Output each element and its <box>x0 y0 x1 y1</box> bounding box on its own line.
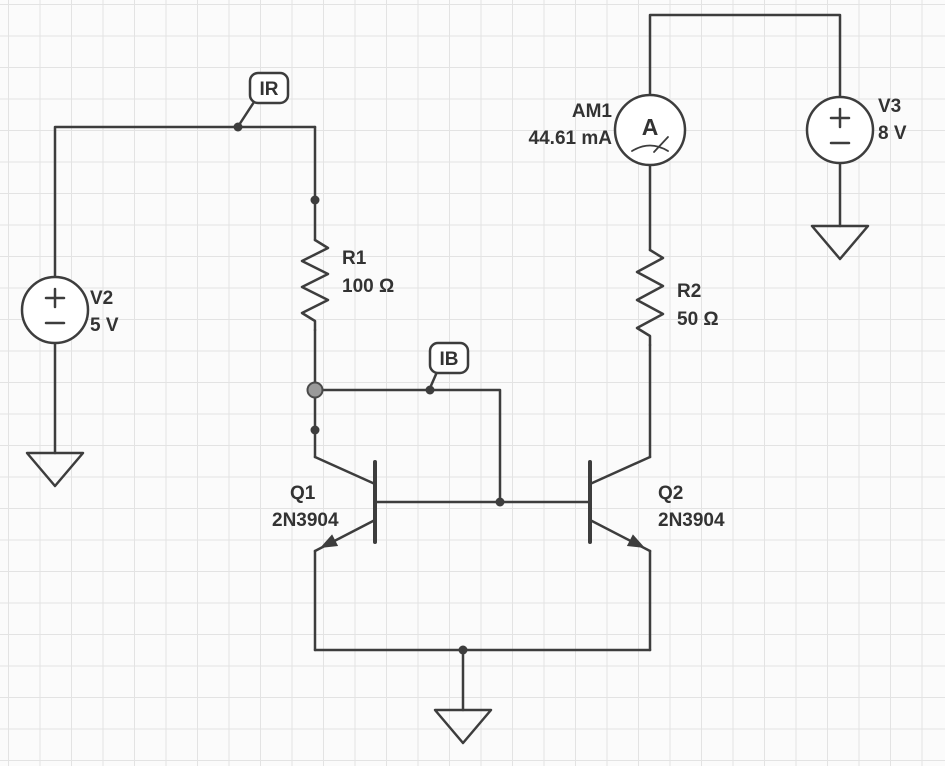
component-value: 100 Ω <box>342 276 394 297</box>
component-part: 2N3904 <box>272 510 339 531</box>
wire-top-rail[interactable] <box>648 13 842 99</box>
wire-v2-to-r1-top[interactable] <box>53 125 317 279</box>
junction-dot <box>458 645 468 655</box>
component-value: 50 Ω <box>677 309 719 330</box>
flag-text: IR <box>260 79 279 100</box>
component-ref: Q2 <box>658 483 683 504</box>
source-circle <box>20 275 90 345</box>
component-ref: AM1 <box>572 101 613 122</box>
resistor-zigzag-icon <box>300 238 330 332</box>
ammeter-am1[interactable]: A AM1 44.61 mA <box>529 93 687 167</box>
junction-dot <box>233 122 243 132</box>
source-circle <box>805 95 875 165</box>
ground-symbol-emitters[interactable] <box>433 708 493 745</box>
emitter-arrow-icon <box>626 534 645 548</box>
transistor-q2[interactable]: Q2 2N3904 <box>588 455 725 553</box>
component-ref: R1 <box>342 248 367 269</box>
meter-circle <box>613 93 687 167</box>
component-ref: V2 <box>90 288 113 309</box>
flag-tail <box>237 100 256 127</box>
ground-symbol-v2[interactable] <box>25 451 85 488</box>
component-ref: Q1 <box>290 483 316 504</box>
plus-icon <box>44 287 66 309</box>
junction-dot <box>495 497 505 507</box>
emitter-arrow-icon <box>320 534 339 548</box>
ground-triangle-icon <box>433 708 493 745</box>
current-label-ib[interactable]: IB <box>428 341 470 390</box>
junction-dot <box>310 195 320 205</box>
component-part: 2N3904 <box>658 510 725 531</box>
component-ref: R2 <box>677 281 701 302</box>
flag-tail <box>428 370 439 390</box>
highlighted-node[interactable] <box>306 381 324 399</box>
junction-dot <box>310 425 320 435</box>
flag-box <box>248 71 290 105</box>
collector-lead <box>588 455 652 486</box>
current-label-ir[interactable]: IR <box>237 71 290 127</box>
wire-base-feed[interactable] <box>313 388 502 504</box>
ground-symbol-v3[interactable] <box>810 224 870 261</box>
flag-box <box>428 341 470 375</box>
junction-dot <box>425 385 435 395</box>
transistor-q1[interactable]: Q1 2N3904 <box>272 455 377 553</box>
resistor-r1[interactable]: R1 100 Ω <box>300 238 394 332</box>
meter-needle-icon <box>653 136 669 153</box>
component-value: 8 V <box>878 123 907 144</box>
component-value: 5 V <box>90 315 119 336</box>
meter-reading: 44.61 mA <box>529 128 613 149</box>
voltage-source-v3[interactable]: V3 8 V <box>805 95 907 165</box>
resistor-zigzag-icon <box>635 248 665 347</box>
flag-text: IB <box>440 349 459 370</box>
collector-lead <box>313 455 377 486</box>
ground-triangle-icon <box>25 451 85 488</box>
component-ref: V3 <box>878 96 901 117</box>
meter-arc-icon <box>631 144 669 152</box>
voltage-source-v2[interactable]: V2 5 V <box>20 275 119 345</box>
plus-icon <box>829 107 851 129</box>
resistor-r2[interactable]: R2 50 Ω <box>635 248 719 347</box>
meter-letter: A <box>642 114 659 140</box>
ground-triangle-icon <box>810 224 870 261</box>
